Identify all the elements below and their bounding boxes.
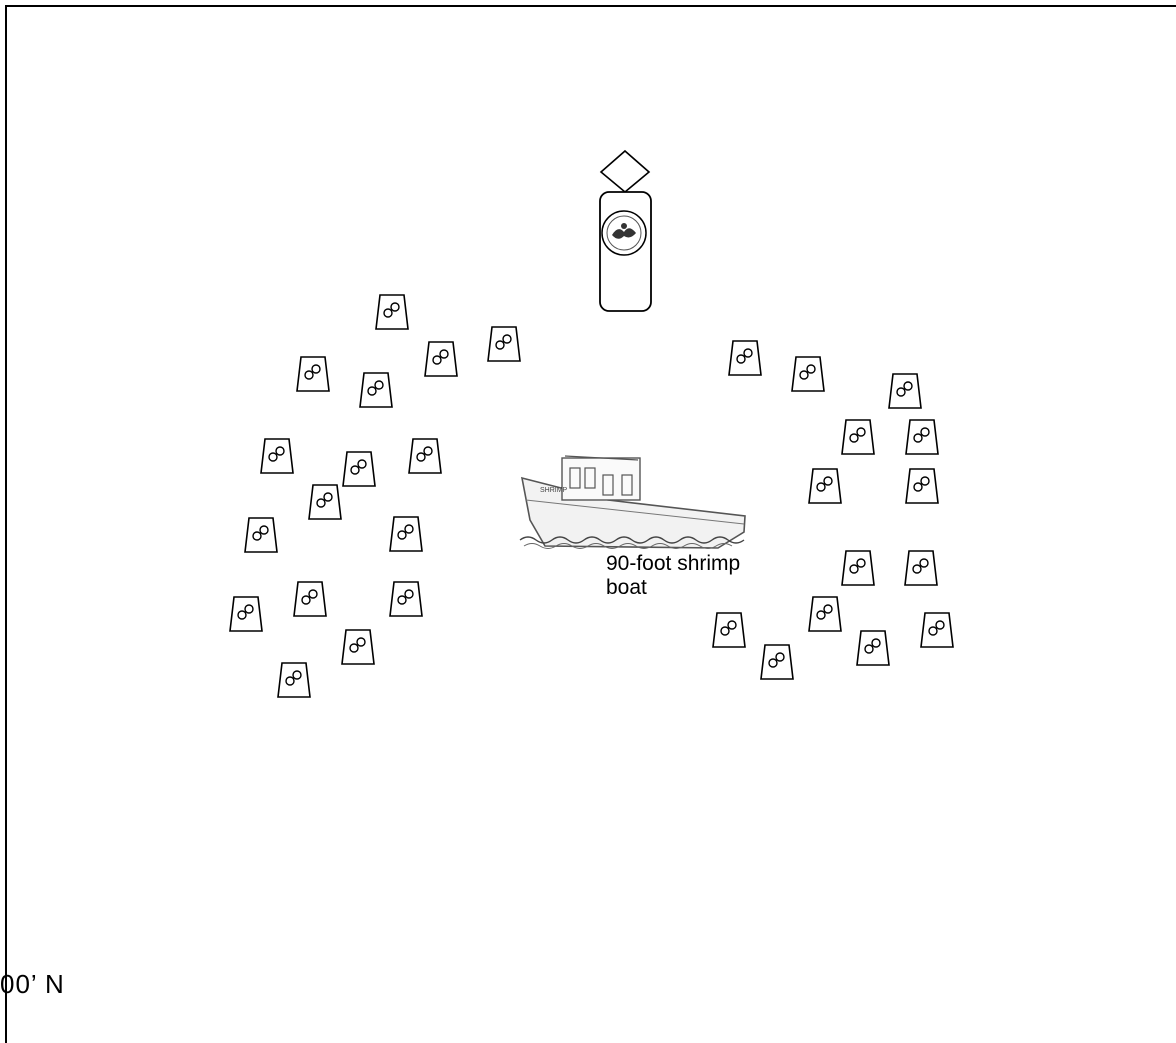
reef-module-icon [809,469,841,503]
boat-label-line2: boat [606,576,740,600]
reef-module-icon [376,295,408,329]
reef-module-icon [309,485,341,519]
boat-label: 90-foot shrimp boat [606,552,740,600]
reef-module-icon [906,420,938,454]
shrimp-boat-icon: SHRIMP [520,456,745,549]
reef-module-icon [278,663,310,697]
reef-module-icon [230,597,262,631]
coordinate-label: 00’ N [0,969,65,999]
reef-module-icon [342,630,374,664]
reef-module-icon [297,357,329,391]
reef-module-icon [921,613,953,647]
reef-module-icon [409,439,441,473]
boat-label-line1: 90-foot shrimp [606,552,740,576]
reef-cluster-left [230,295,520,697]
reef-module-icon [360,373,392,407]
svg-text:SHRIMP: SHRIMP [540,487,568,494]
reef-module-icon [390,517,422,551]
reef-module-icon [905,551,937,585]
reef-module-icon [343,452,375,486]
reef-cluster-right [713,341,953,679]
reef-module-icon [713,613,745,647]
reef-module-icon [261,439,293,473]
reef-module-icon [245,518,277,552]
reef-module-icon [842,420,874,454]
reef-module-icon [761,645,793,679]
reef-module-icon [889,374,921,408]
reef-module-icon [906,469,938,503]
reef-module-icon [792,357,824,391]
reef-module-icon [425,342,457,376]
reef-module-icon [809,597,841,631]
reef-module-icon [857,631,889,665]
reef-module-icon [842,551,874,585]
reef-module-icon [294,582,326,616]
reef-module-icon [488,327,520,361]
reef-module-icon [390,582,422,616]
sign-post-icon [600,151,651,311]
reef-module-icon [729,341,761,375]
